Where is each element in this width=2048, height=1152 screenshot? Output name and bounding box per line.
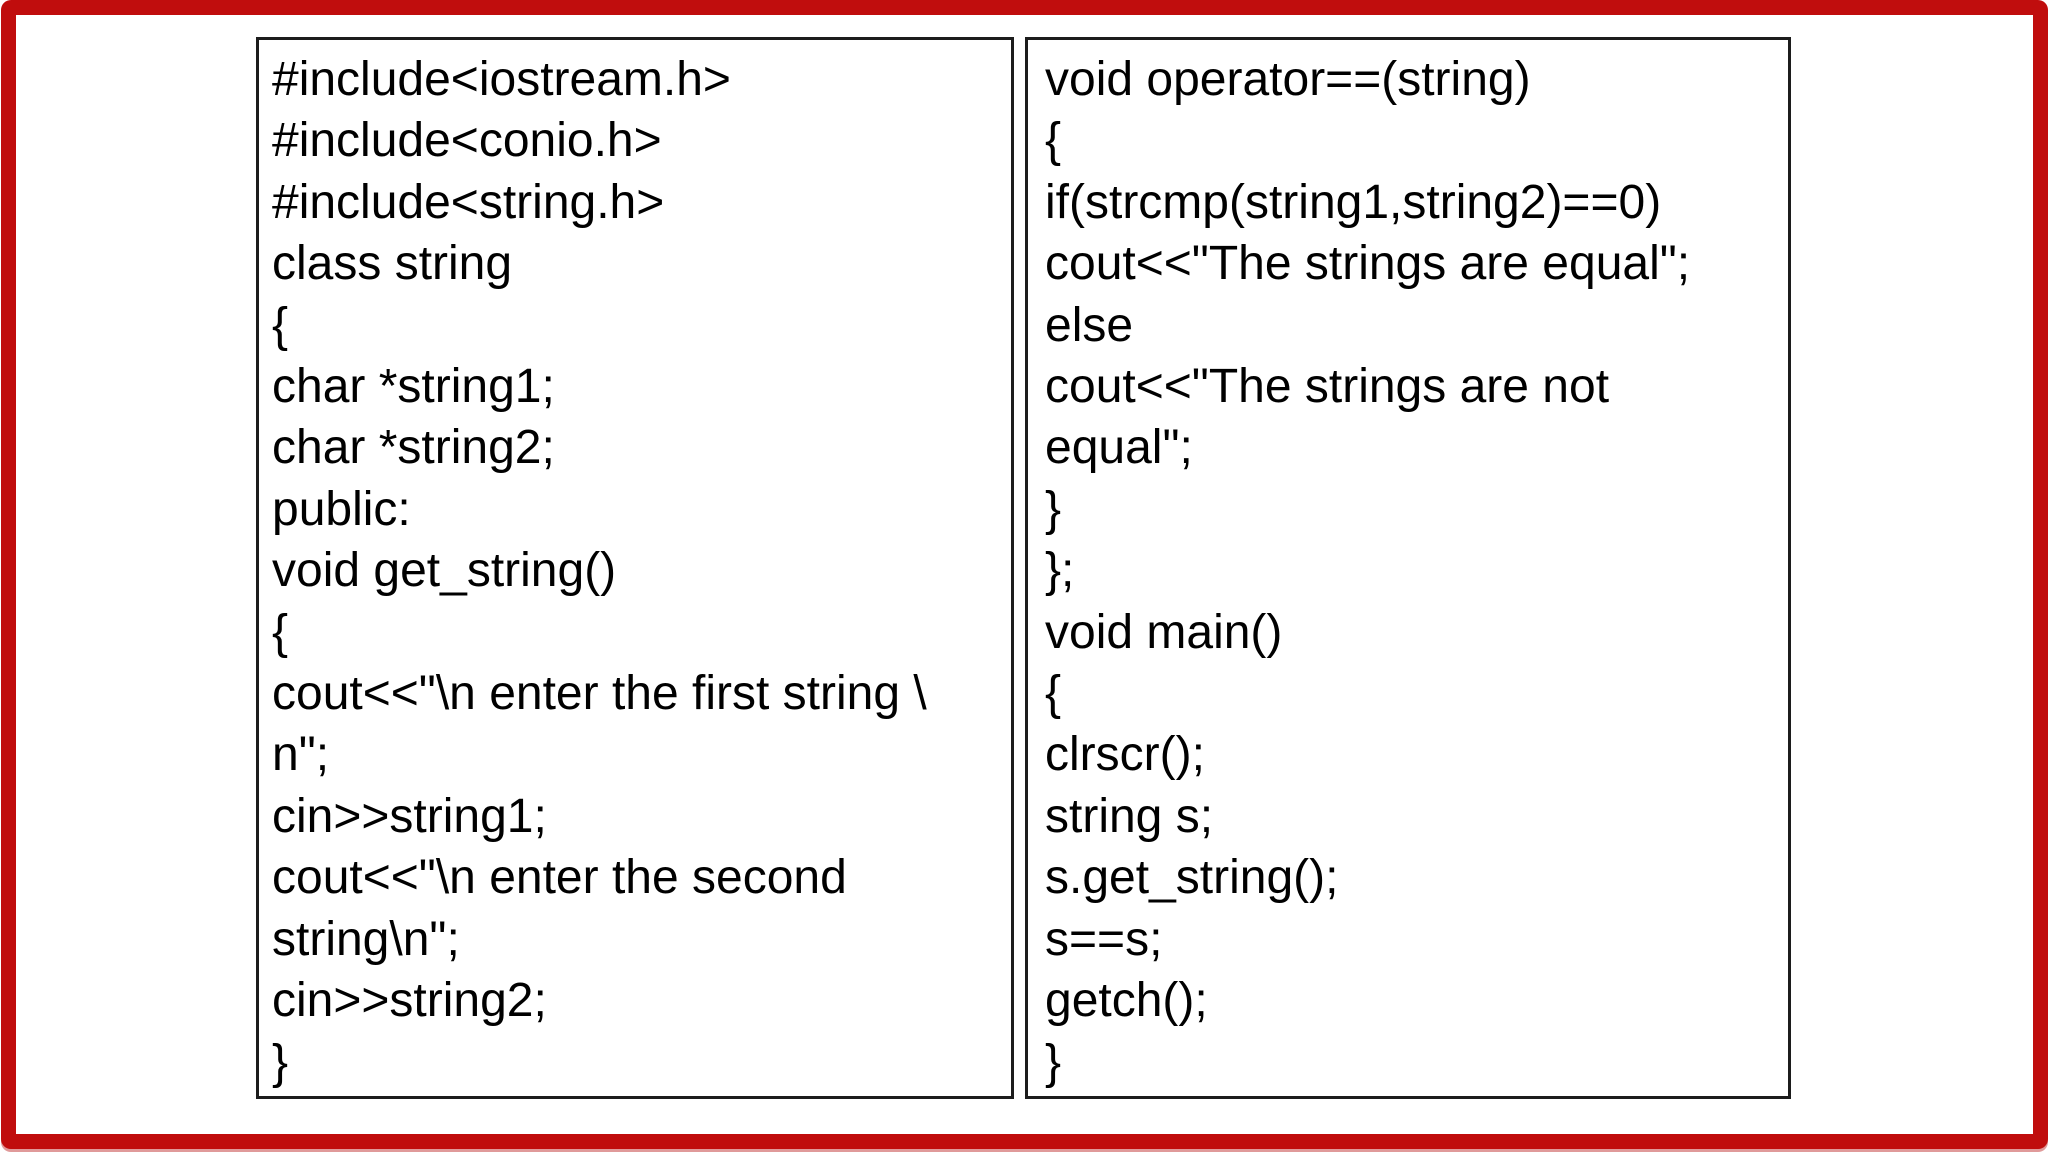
- right-code-text: void operator==(string) { if(strcmp(stri…: [1045, 53, 1691, 1089]
- right-code-box: void operator==(string) { if(strcmp(stri…: [1025, 37, 1791, 1099]
- left-code-text: #include<iostream.h> #include<conio.h> #…: [272, 53, 927, 1089]
- left-code-box: #include<iostream.h> #include<conio.h> #…: [256, 37, 1014, 1099]
